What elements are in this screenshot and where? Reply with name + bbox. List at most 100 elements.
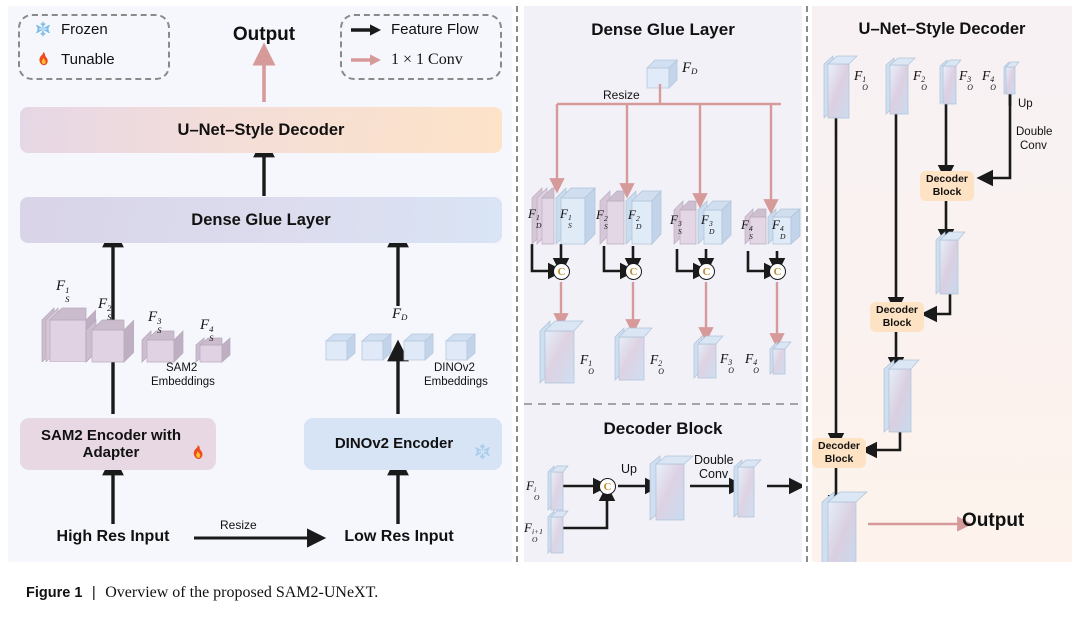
decoder-block-2-line1: Decoder [875, 304, 918, 317]
panel-divider-1 [516, 6, 518, 562]
legend-item-conv: 1 × 1 Conv [350, 51, 463, 69]
slab-pair-shape [599, 190, 662, 245]
panel-overview: Frozen Tunable Feature Flow 1 × 1 Conv [8, 6, 512, 562]
decoder-block-3-line1: Decoder [817, 440, 860, 453]
concat-node-3: C [698, 263, 715, 280]
panel-divider-2 [806, 6, 808, 562]
decoder-block-1-label: Decoder Block [926, 173, 968, 198]
cube-shape [324, 333, 357, 361]
slab-pair-shape [744, 208, 801, 245]
decoder-block-3[interactable]: Decoder Block [812, 438, 866, 468]
right-up-label: Up [1018, 98, 1033, 110]
glue-output-slab-4 [768, 340, 792, 375]
dino-feature-label: FD [392, 306, 408, 323]
dino-feature-cube-1 [324, 332, 357, 361]
slab-shape [733, 459, 762, 518]
snowflake-icon [475, 443, 490, 460]
dino-feature-cube-2 [360, 332, 393, 361]
black-arrow-icon [351, 23, 381, 36]
snowflake-icon [36, 21, 50, 37]
legend-label-frozen: Frozen [61, 20, 108, 38]
right-panel-arrows [827, 90, 1012, 532]
right-output-label: Output [962, 510, 1025, 531]
unet-decoder-bar: U–Net–Style Decoder [20, 107, 502, 153]
unet-decoder-title: U–Net–Style Decoder [858, 20, 1026, 38]
right-doubleconv-line1: Double [1016, 126, 1053, 138]
db-input-slab-top [546, 464, 569, 511]
slab-shape [614, 327, 653, 381]
decoder-block-1[interactable]: Decoder Block [920, 171, 974, 201]
legend-item-feature-flow: Feature Flow [350, 21, 479, 38]
glue-pair-3 [672, 200, 732, 245]
slab-shape [547, 510, 569, 554]
concat-node-2: C [625, 263, 642, 280]
low-res-input-label: Low Res Input [344, 528, 454, 545]
decoder-block-1-line2: Block [932, 186, 962, 198]
decoder-block-2[interactable]: Decoder Block [870, 302, 924, 332]
right-feature-slab-4 [1002, 60, 1020, 95]
sam2-encoder-box[interactable]: SAM2 Encoder with Adapter [20, 418, 216, 470]
slab-shape [85, 319, 135, 363]
slab-shape [885, 57, 916, 115]
left-panel-arrows [102, 42, 409, 548]
concat-node-1: C [553, 263, 570, 280]
slab-shape [1003, 61, 1020, 95]
decoder-block-1-line1: Decoder [925, 173, 968, 186]
high-res-input-label: High Res Input [56, 528, 170, 545]
dense-glue-layer-title: Dense Glue Layer [591, 20, 735, 39]
slab-pair-shape [673, 200, 732, 245]
decoder-block-2-line2: Block [882, 317, 912, 329]
slab-shape [935, 231, 966, 295]
legend-item-frozen: Frozen [34, 20, 108, 38]
slab-shape [883, 359, 920, 433]
legend-arrow-box [340, 14, 502, 80]
middle-panel-arrows [524, 84, 802, 530]
right-feature-slab-2 [884, 56, 916, 115]
legend-status-box [18, 14, 170, 80]
slab-shape [821, 491, 868, 562]
right-final-slab [820, 490, 868, 562]
sam-feature-slab-4 [194, 337, 231, 363]
fire-icon [193, 444, 203, 459]
slab-shape [939, 59, 962, 105]
glue-source-cube [645, 58, 678, 89]
dinov2-encoder-box[interactable]: DINOv2 Encoder [304, 418, 502, 470]
dense-glue-layer-bar: Dense Glue Layer [20, 197, 502, 243]
figure-area: Frozen Tunable Feature Flow 1 × 1 Conv [8, 6, 1072, 562]
db-output-slab [732, 458, 762, 518]
dino-feature-cube-4 [444, 332, 477, 361]
cube-shape [646, 59, 678, 89]
right-feature-slab-1 [822, 54, 858, 119]
resize-label-left: Resize [220, 518, 257, 532]
slab-shape [769, 341, 792, 375]
sam-embeddings-label-line2: Embeddings [151, 376, 215, 388]
sam-feature-slab-1 [40, 304, 99, 363]
db-up-label: Up [621, 462, 637, 476]
dino-embeddings-label-line2: Embeddings [424, 376, 488, 388]
cube-shape [402, 333, 435, 361]
db-input-slab-bottom [546, 509, 569, 554]
decoder-block-title: Decoder Block [603, 419, 723, 438]
figure-caption: Figure 1 | Overview of the proposed SAM2… [26, 584, 378, 602]
cube-shape [444, 333, 477, 361]
dino-embeddings-label-line1: DINOv2 [434, 362, 475, 374]
glue-pair-1 [530, 184, 596, 245]
panel-unet-style-decoder: U–Net–Style Decoder [812, 6, 1072, 562]
db-upsampled-block [648, 454, 694, 521]
slab-shape [823, 55, 858, 119]
fire-icon [39, 51, 48, 66]
